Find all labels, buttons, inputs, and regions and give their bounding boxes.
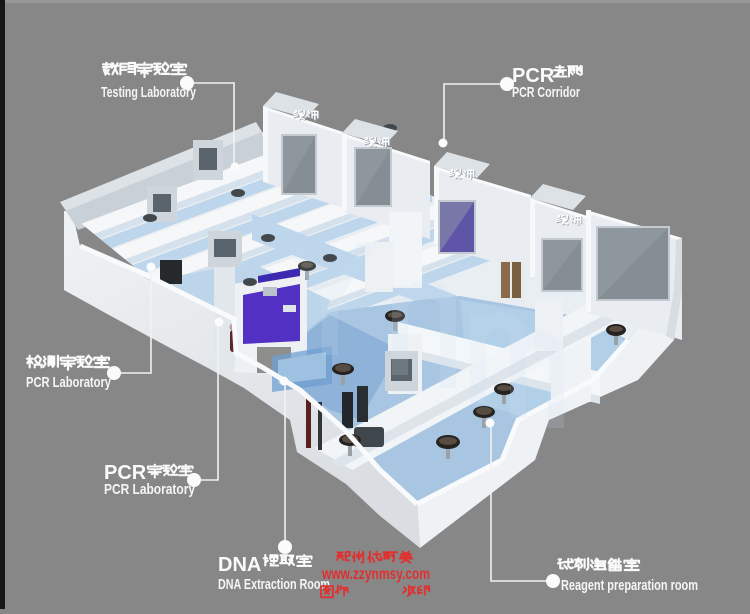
svg-text:PCR Laboratory: PCR Laboratory <box>104 481 196 498</box>
svg-text:PCR Laboratory: PCR Laboratory <box>26 374 111 391</box>
svg-text:Reagent preparation room: Reagent preparation room <box>561 577 698 594</box>
svg-text:www.zzynmsy.com: www.zzynmsy.com <box>321 566 430 583</box>
svg-text:PCR Corridor: PCR Corridor <box>512 84 580 101</box>
svg-text:DNA: DNA <box>218 554 261 576</box>
svg-text:PCR: PCR <box>104 462 147 484</box>
svg-text:Testing Laboratory: Testing Laboratory <box>101 84 196 101</box>
svg-text:PCR: PCR <box>512 65 555 87</box>
svg-text:DNA Extraction Room: DNA Extraction Room <box>218 576 330 593</box>
